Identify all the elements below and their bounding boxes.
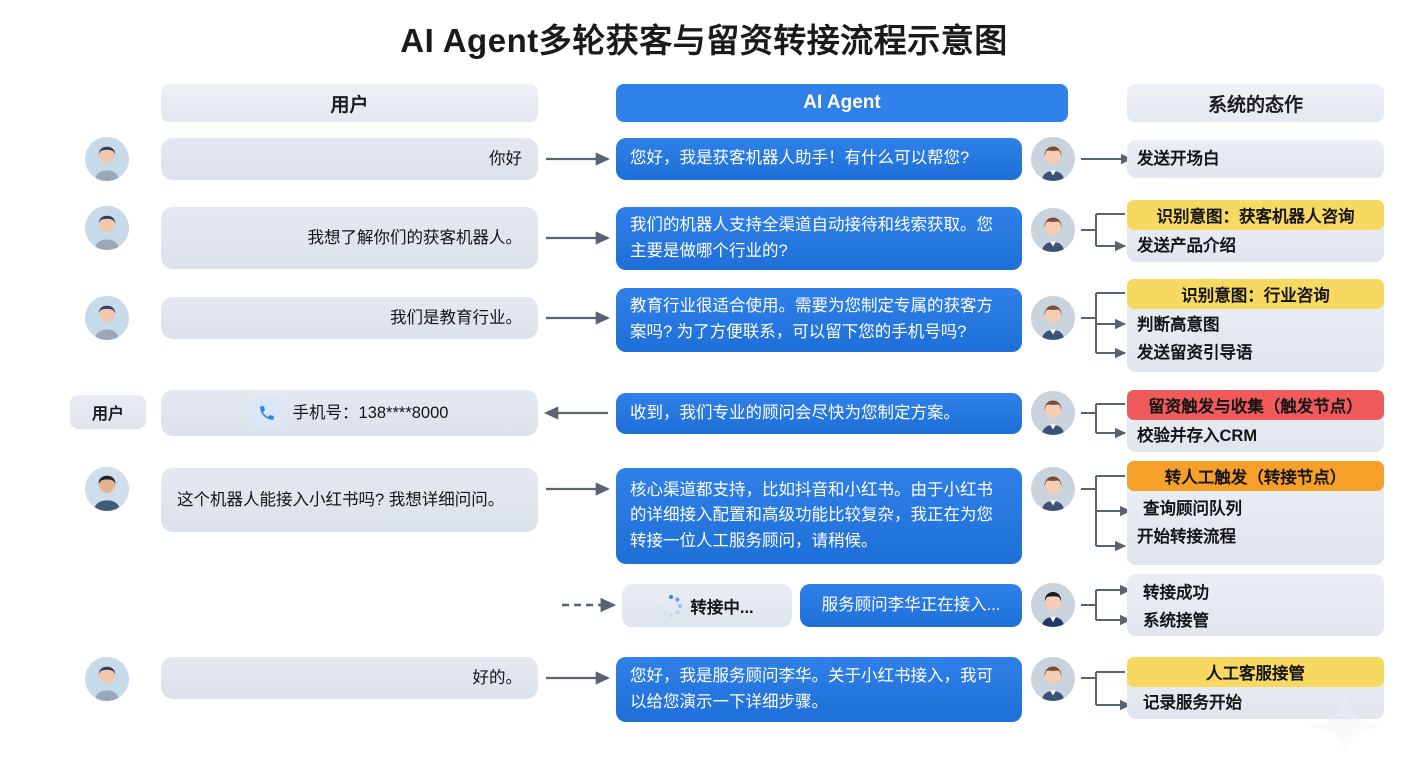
status-badge-label: 留资触发与收集（触发节点） bbox=[1148, 398, 1363, 416]
agent-bubble: 您好，我是服务顾问李华。关于小红书接入，我可以给您演示一下详细步骤。 bbox=[616, 657, 1022, 722]
agent-bubble: 教育行业很适合使用。需要为您制定专属的获客方案吗? 为了方便联系，可以留下您的手… bbox=[616, 288, 1022, 352]
system-action-item: 转接成功 bbox=[1143, 584, 1209, 602]
user-bubble: 手机号：138****8000 bbox=[161, 390, 538, 436]
system-action-item: 系统接管 bbox=[1143, 612, 1209, 631]
avatar-agent bbox=[1031, 137, 1075, 181]
status-badge-label: 转人工触发（转接节点） bbox=[1164, 469, 1347, 487]
page-title: AI Agent多轮获客与留资转接流程示意图 bbox=[400, 22, 1008, 59]
avatar-user bbox=[85, 206, 129, 250]
user-bubble-text: 手机号：138****8000 bbox=[292, 403, 449, 422]
column-header-user: 用户 bbox=[161, 84, 538, 122]
agent-bubble: 核心渠道都支持，比如抖音和小红书。由于小红书的详细接入配置和高级功能比较复杂，我… bbox=[616, 468, 1022, 564]
system-action-item: 查询顾问队列 bbox=[1143, 500, 1242, 518]
avatar-agent bbox=[1031, 657, 1075, 701]
avatar-agent bbox=[1031, 467, 1075, 511]
agent-bubble-text: 教育行业很适合使用。需要为您制定专属的获客方案吗? 为了方便联系，可以留下您的手… bbox=[630, 297, 993, 341]
loading-spinner-icon bbox=[660, 594, 683, 617]
system-action-group: 转接成功 系统接管 bbox=[1127, 574, 1384, 636]
avatar-agent bbox=[1031, 208, 1075, 252]
agent-bubble-text: 我们的机器人支持全渠道自动接待和线索获取。您主要是做哪个行业的? bbox=[630, 215, 993, 260]
system-action-item: 发送留资引导语 bbox=[1137, 344, 1253, 363]
system-action-item: 判断高意图 bbox=[1137, 316, 1220, 334]
column-header-agent: AI Agent bbox=[616, 84, 1068, 122]
transfer-status-pill: 转接中... bbox=[622, 584, 792, 627]
transfer-status-text: 转接中... bbox=[690, 598, 754, 617]
status-badge-label: 人工客服接管 bbox=[1206, 665, 1305, 683]
avatar-human-agent bbox=[1031, 583, 1075, 627]
user-bubble-text: 好的。 bbox=[472, 668, 523, 687]
avatar-user bbox=[85, 657, 129, 701]
user-bubble: 我们是教育行业。 bbox=[161, 297, 538, 339]
user-bubble: 这个机器人能接入小红书吗? 我想详细问问。 bbox=[161, 468, 538, 532]
column-header-system: 系统的态作 bbox=[1127, 84, 1384, 122]
user-bubble-text: 你好 bbox=[489, 149, 522, 168]
phone-icon bbox=[250, 397, 283, 429]
status-badge-label: 识别意图：获客机器人咨询 bbox=[1156, 208, 1355, 226]
system-action-item: 发送开场白 bbox=[1137, 150, 1220, 168]
system-action-item: 发送产品介绍 bbox=[1137, 237, 1236, 255]
user-label-chip: 用户 bbox=[70, 395, 146, 429]
user-bubble: 我想了解你们的获客机器人。 bbox=[161, 207, 538, 269]
avatar-user bbox=[85, 296, 129, 340]
status-badge: 留资触发与收集（触发节点） bbox=[1127, 390, 1384, 420]
user-bubble-text: 我们是教育行业。 bbox=[390, 308, 522, 327]
agent-bubble: 您好，我是获客机器人助手！有什么可以帮您? bbox=[616, 138, 1022, 180]
status-badge-label: 识别意图：行业咨询 bbox=[1181, 287, 1330, 305]
avatar-user bbox=[85, 467, 129, 511]
agent-bubble-text: 服务顾问李华正在接入... bbox=[821, 595, 1001, 614]
user-bubble-text: 这个机器人能接入小红书吗? 我想详细问问。 bbox=[177, 490, 505, 509]
status-badge: 识别意图：获客机器人咨询 bbox=[1127, 200, 1384, 230]
agent-bubble-text: 您好，我是获客机器人助手！有什么可以帮您? bbox=[630, 149, 970, 168]
system-action-item: 记录服务开始 bbox=[1143, 694, 1242, 712]
sparkle-decoration bbox=[1306, 692, 1384, 754]
user-bubble: 好的。 bbox=[161, 657, 538, 699]
agent-bubble-text: 您好，我是服务顾问李华。关于小红书接入，我可以给您演示一下详细步骤。 bbox=[630, 666, 993, 711]
agent-bubble: 我们的机器人支持全渠道自动接待和线索获取。您主要是做哪个行业的? bbox=[616, 207, 1022, 270]
avatar-user bbox=[85, 137, 129, 181]
system-action-group: 发送开场白 bbox=[1127, 140, 1384, 178]
status-badge: 人工客服接管 bbox=[1127, 657, 1384, 687]
agent-bubble: 收到，我们专业的顾问会尽快为您制定方案。 bbox=[616, 393, 1022, 434]
user-bubble: 你好 bbox=[161, 138, 538, 180]
status-badge: 识别意图：行业咨询 bbox=[1127, 279, 1384, 309]
avatar-agent bbox=[1031, 391, 1075, 435]
system-action-item: 校验并存入CRM bbox=[1137, 427, 1258, 445]
system-action-item: 开始转接流程 bbox=[1137, 528, 1236, 547]
status-badge: 转人工触发（转接节点） bbox=[1127, 461, 1384, 491]
avatar-agent bbox=[1031, 296, 1075, 340]
agent-bubble: 服务顾问李华正在接入... bbox=[800, 584, 1022, 627]
user-bubble-text: 我想了解你们的获客机器人。 bbox=[307, 228, 523, 247]
agent-bubble-text: 收到，我们专业的顾问会尽快为您制定方案。 bbox=[630, 403, 960, 422]
user-label-chip-text: 用户 bbox=[91, 406, 124, 423]
agent-bubble-text: 核心渠道都支持，比如抖音和小红书。由于小红书的详细接入配置和高级功能比较复杂，我… bbox=[630, 480, 993, 550]
